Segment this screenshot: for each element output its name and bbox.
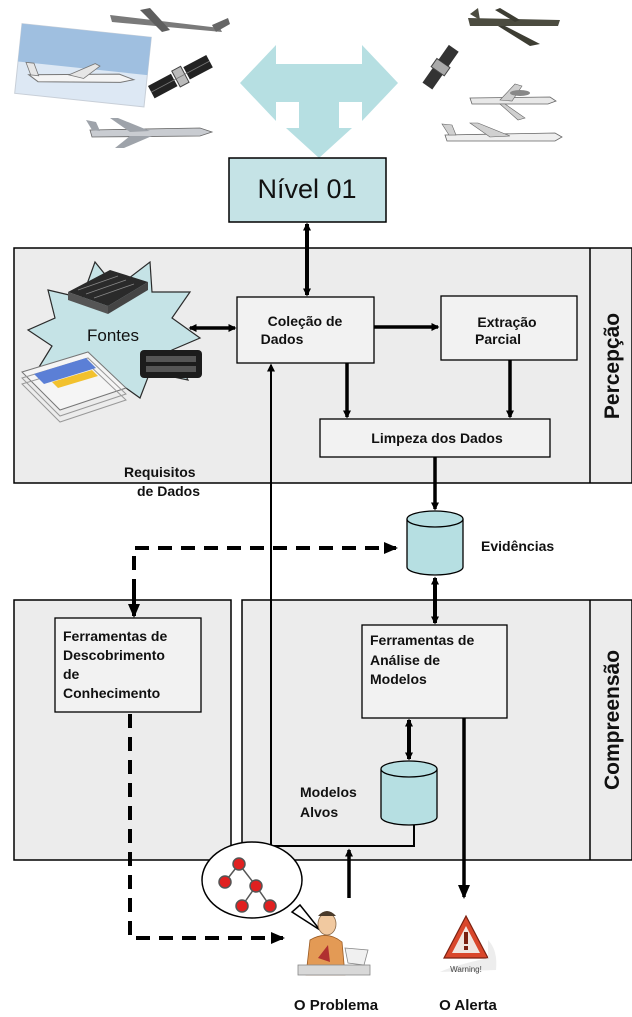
data-cleaning-label: Limpeza dos Dados [371, 430, 503, 446]
model-analysis-label-1: Ferramentas de [370, 632, 474, 648]
data-requirements-label-1: Requisitos [124, 464, 196, 480]
model-analysis-label-2: Análise de [370, 652, 440, 668]
data-cleaning-box: Limpeza dos Dados [319, 418, 551, 458]
tape-drive-icon [140, 350, 202, 378]
partial-extraction-box: Extração Parcial [440, 295, 578, 361]
flow-arrows [128, 222, 514, 944]
drone-icon [110, 8, 230, 32]
warning-icon: Warning! [440, 914, 497, 974]
partial-extraction-label-1: Extração [477, 314, 536, 330]
knowledge-discovery-box: Ferramentas de Descobrimento de Conhecim… [54, 617, 202, 713]
alert-label: O Alerta [439, 997, 497, 1014]
sources-label: Fontes [87, 326, 139, 345]
level-01-label: Nível 01 [257, 174, 356, 204]
uav-icon [468, 8, 560, 46]
knowledge-discovery-label-4: Conhecimento [63, 685, 160, 701]
evidence-database-icon [406, 510, 464, 576]
sources-cluster: Fontes [21, 260, 202, 423]
model-analysis-box: Ferramentas de Análise de Modelos [361, 624, 508, 719]
data-requirements-label-2: de Dados [137, 483, 200, 499]
satellite-2-icon [422, 44, 459, 90]
arrow-models-collection [267, 363, 415, 847]
data-collection-label-2: Dados [261, 331, 304, 347]
dashed-arrow-to-problem [128, 714, 285, 944]
target-models-label-1: Modelos [300, 784, 357, 800]
data-collection-label-1: Coleção de [268, 313, 343, 329]
network-graph-icon [218, 857, 277, 913]
documents-icon [21, 351, 127, 423]
target-models-label-2: Alvos [300, 804, 338, 820]
partial-extraction-label-2: Parcial [475, 331, 521, 347]
knowledge-discovery-label-2: Descobrimento [63, 647, 165, 663]
comprehension-section-label: Compreensão [601, 650, 624, 790]
airliner-photo [14, 23, 152, 108]
model-analysis-label-3: Modelos [370, 671, 427, 687]
target-models-database-icon [380, 760, 438, 826]
surveillance-plane-icon [469, 83, 557, 121]
server-icon [68, 270, 148, 314]
dashed-arrow-to-evidence [132, 542, 398, 616]
problem-thought-bubble [201, 841, 321, 931]
sensor-platforms-left [14, 8, 230, 148]
knowledge-discovery-label-1: Ferramentas de [63, 628, 167, 644]
problem-label: O Problema [294, 997, 379, 1014]
data-collection-box: Coleção de Dados [236, 296, 375, 364]
level-01-box: Nível 01 [228, 157, 387, 223]
data-flow-big-arrow [240, 45, 398, 158]
cargo-plane-icon [441, 122, 563, 142]
knowledge-discovery-label-3: de [63, 666, 80, 682]
person-at-desk-icon [297, 911, 371, 976]
warning-text: Warning! [450, 965, 482, 974]
satellite-icon [147, 54, 213, 99]
jet-icon [86, 118, 214, 148]
sensor-platforms-right [422, 8, 563, 142]
evidence-label: Evidências [481, 538, 554, 554]
perception-section-label: Percepção [601, 313, 624, 419]
